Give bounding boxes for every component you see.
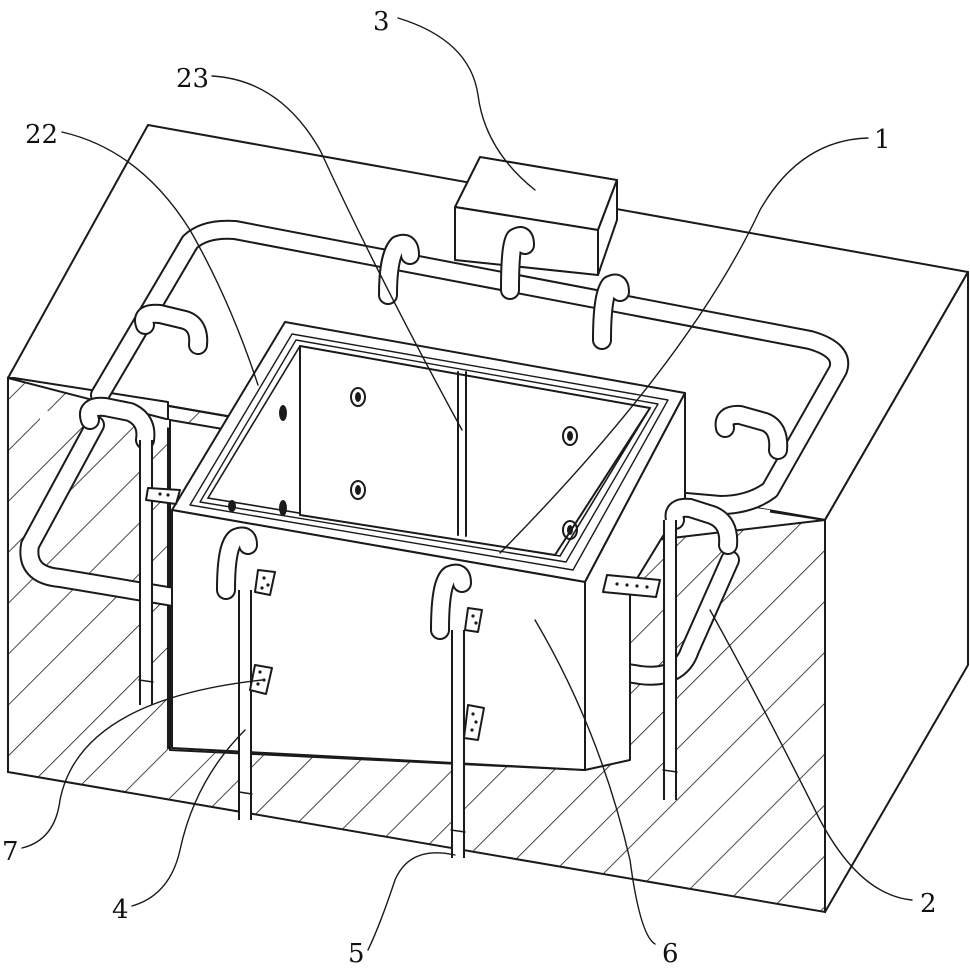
plate-3 xyxy=(465,608,482,632)
control-box xyxy=(455,157,617,275)
hole-icon xyxy=(228,500,236,512)
label-23: 23 xyxy=(176,64,209,94)
plate-6 xyxy=(603,575,660,597)
label-5: 5 xyxy=(348,939,365,969)
label-6: 6 xyxy=(662,939,679,969)
hole-icon xyxy=(279,405,287,421)
label-3: 3 xyxy=(373,7,390,37)
label-4: 4 xyxy=(112,895,129,925)
hole-icon xyxy=(279,500,287,516)
label-22: 22 xyxy=(25,120,58,150)
label-7: 7 xyxy=(2,837,19,867)
leader-5 xyxy=(368,853,455,950)
label-1: 1 xyxy=(874,125,891,155)
label-2: 2 xyxy=(920,889,937,919)
plate-1 xyxy=(146,488,180,504)
